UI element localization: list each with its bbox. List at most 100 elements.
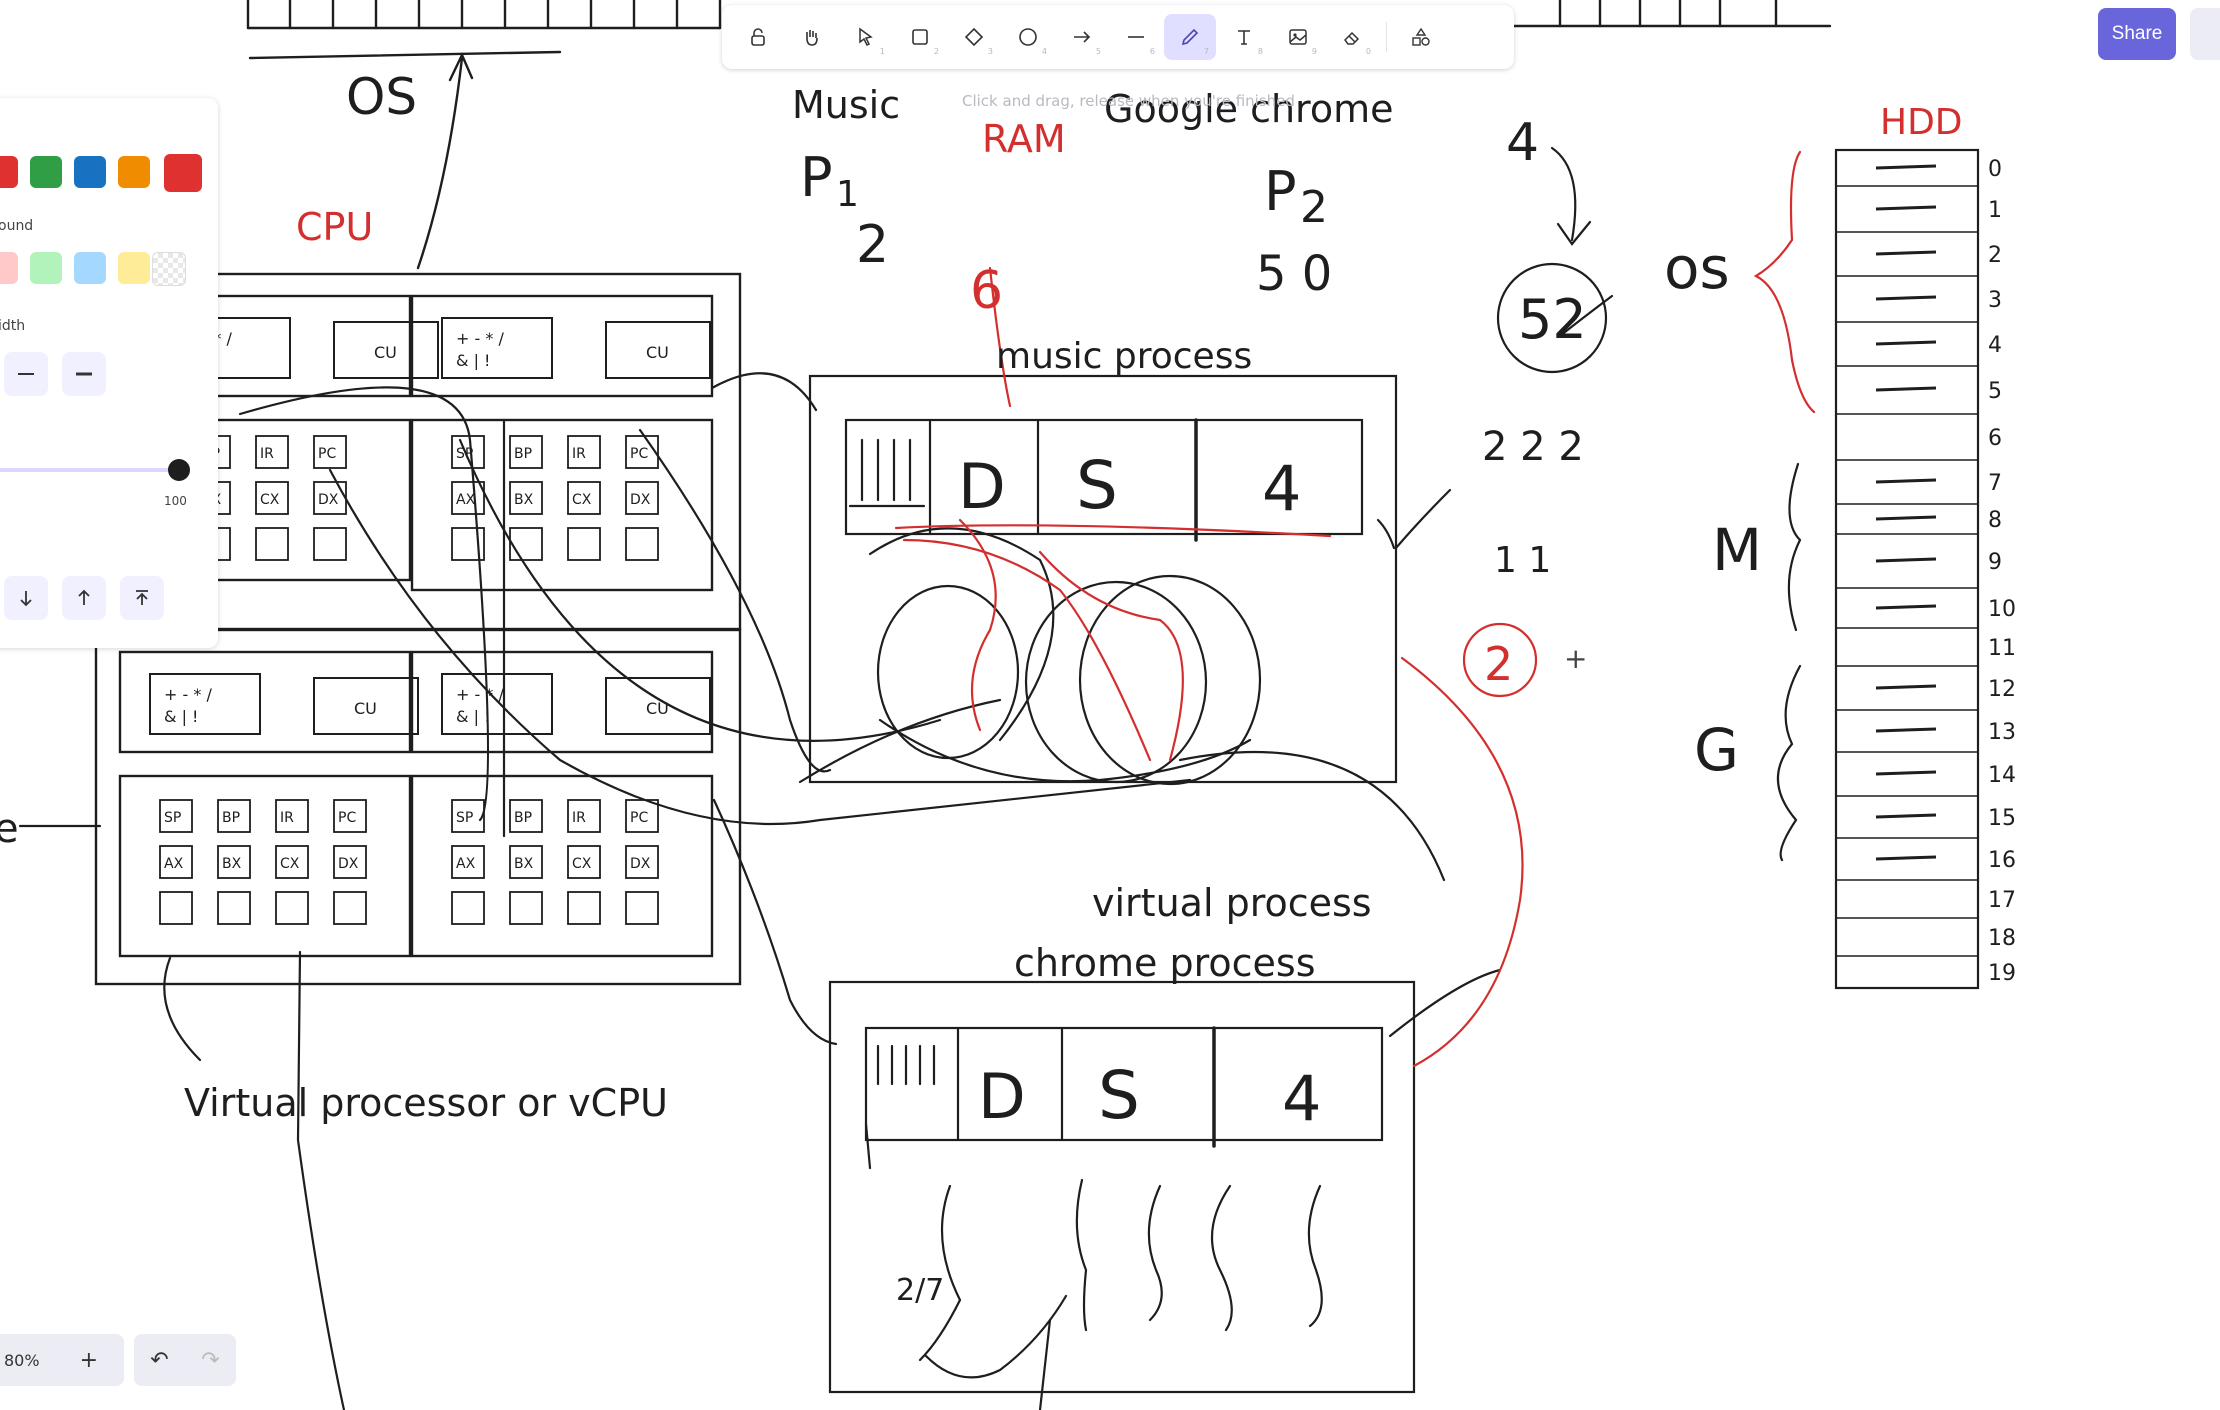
register-cell (275, 891, 309, 925)
hdd-row-index: 4 (1988, 333, 2002, 358)
stroke-bold-button[interactable] (62, 352, 106, 396)
n11-label: 1 1 (1494, 540, 1551, 581)
register-label: IR (280, 810, 294, 826)
rectangle-icon (912, 29, 928, 45)
alu-box (441, 673, 553, 735)
undo-redo-controls: ↶ ↷ (134, 1334, 236, 1386)
line-icon (1128, 36, 1144, 38)
register-cell (313, 435, 347, 469)
stroke-color-swatch[interactable] (164, 154, 202, 192)
tool-more-shapes[interactable] (1395, 14, 1447, 60)
background-color-swatch[interactable] (74, 252, 106, 284)
eraser-icon (1344, 31, 1360, 45)
tool-eraser[interactable]: 0 (1326, 14, 1378, 60)
music-process-label: music process (996, 336, 1252, 377)
opacity-value: 100 (164, 494, 187, 508)
register-cell (567, 845, 601, 879)
register-cell (217, 845, 251, 879)
tool-hand[interactable] (786, 14, 838, 60)
virtual-process-label: virtual process (1092, 881, 1372, 925)
ram-label: RAM (982, 117, 1066, 161)
diamond-icon (964, 27, 984, 47)
p2-subscript: 2 (1300, 182, 1328, 233)
undo-button[interactable]: ↶ (150, 1347, 169, 1373)
bring-forward-button[interactable] (62, 576, 106, 620)
hdd-row-index: 8 (1988, 508, 2002, 533)
tool-arrow[interactable]: 5 (1056, 14, 1108, 60)
p1-subscript: 1 (836, 174, 859, 215)
hdd-row-mark (1875, 340, 1937, 346)
register-label: IR (572, 446, 586, 462)
music-process-box[interactable] (808, 374, 1398, 784)
hdd-row-index: 11 (1988, 636, 2016, 661)
hdd-row-mark (1875, 727, 1937, 733)
library-button[interactable] (2190, 8, 2220, 60)
register-label: AX (456, 856, 476, 872)
register-label: CX (572, 856, 592, 872)
background-color-swatch[interactable] (30, 252, 62, 284)
stroke-color-swatch[interactable] (30, 156, 62, 188)
background-color-swatch[interactable] (0, 252, 18, 284)
share-button[interactable]: Share (2098, 8, 2176, 60)
register-label: CX (572, 492, 592, 508)
hdd-row-mark (1875, 770, 1937, 776)
stroke-color-swatch[interactable] (74, 156, 106, 188)
cpu-label: CPU (296, 205, 373, 249)
stroke-thin-button[interactable] (4, 352, 48, 396)
stroke-color-swatch[interactable] (0, 156, 18, 188)
opacity-slider[interactable] (0, 468, 188, 472)
os-top-label: OS (346, 68, 417, 126)
zoom-in-button[interactable]: + (79, 1347, 98, 1373)
hdd-row-index: 6 (1988, 426, 2002, 451)
os-right-label: os (1664, 234, 1730, 302)
fraction-label: 2/7 (896, 1273, 944, 1308)
hdd-row-index: 15 (1988, 806, 2016, 831)
chrome-process-box[interactable] (828, 980, 1416, 1394)
tool-image[interactable]: 9 (1272, 14, 1324, 60)
tool-shortcut: 5 (1095, 47, 1101, 56)
tool-lock[interactable] (732, 14, 784, 60)
register-cell (625, 891, 659, 925)
background-color-swatch[interactable] (118, 252, 150, 284)
tool-ellipse[interactable]: 4 (1002, 14, 1054, 60)
zoom-level[interactable]: 80% (4, 1350, 40, 1370)
opacity-slider-thumb[interactable] (168, 459, 190, 481)
g-label: G (1694, 716, 1739, 784)
cu-label: CU (646, 343, 669, 362)
tool-rectangle[interactable]: 2 (894, 14, 946, 60)
transparent-swatch[interactable] (152, 252, 186, 286)
alu-label: & | ! (456, 351, 490, 370)
register-label: AX (164, 856, 184, 872)
tool-shortcut: 8 (1257, 47, 1263, 56)
music-h-cell: 4 (1262, 452, 1301, 525)
hand-icon (806, 30, 818, 46)
hdd-row-index: 16 (1988, 848, 2016, 873)
tool-shortcut: 0 (1365, 47, 1371, 56)
music-label: Music (792, 83, 900, 127)
tool-text[interactable]: 8 (1218, 14, 1270, 60)
tool-line[interactable]: 6 (1110, 14, 1162, 60)
music-s-cell: S (1076, 447, 1118, 524)
register-cell (567, 527, 601, 561)
bring-to-front-button[interactable] (120, 576, 164, 620)
music-d-cell: D (958, 450, 1006, 523)
google-chrome-label: Google chrome (1104, 87, 1394, 131)
red-six: 6 (970, 261, 1003, 321)
four-label: 4 (1506, 113, 1539, 173)
register-label: SP (456, 446, 473, 462)
send-backward-button[interactable] (4, 576, 48, 620)
tool-pencil[interactable]: 7 (1164, 14, 1216, 60)
tool-shortcut: 2 (933, 47, 939, 56)
stroke-color-swatch[interactable] (118, 156, 150, 188)
hdd-row-mark (1875, 515, 1937, 521)
cu-box (333, 321, 439, 379)
alu-box (441, 317, 553, 379)
register-label: CX (260, 492, 280, 508)
tool-selection-arrow[interactable]: 1 (840, 14, 892, 60)
hdd-row-index: 3 (1988, 288, 2002, 313)
tool-diamond[interactable]: 3 (948, 14, 1000, 60)
redo-button[interactable]: ↷ (201, 1347, 220, 1373)
register-label: PC (630, 810, 648, 826)
